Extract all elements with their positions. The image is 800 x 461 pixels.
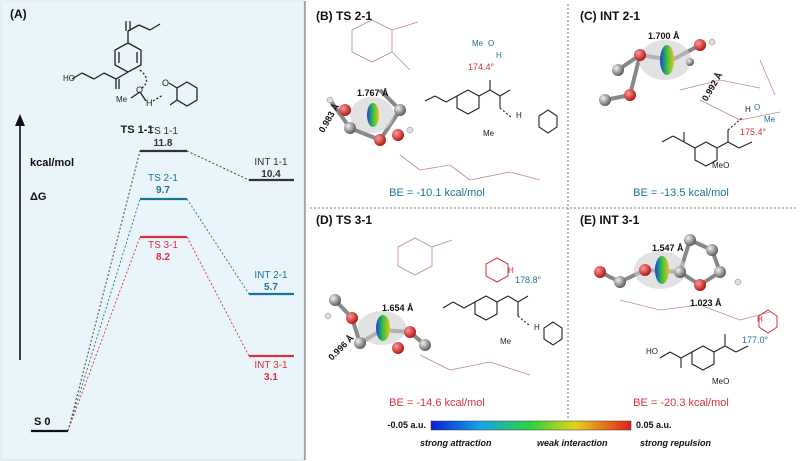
panel-e-molecule <box>594 234 742 291</box>
panel-d-me-label: Me <box>500 337 512 346</box>
ts11-structure-title: TS 1-1 <box>120 124 153 136</box>
panel-b-h2-label: H <box>516 111 522 120</box>
panel-d-scheme <box>442 295 563 346</box>
panel-e-meo-label: MeO <box>712 377 729 386</box>
panel-b-me-label: Me <box>472 39 484 48</box>
panel-c-scheme <box>661 117 753 167</box>
ts11-h-label: H <box>146 98 153 108</box>
panel-b-o-label: O <box>488 39 494 48</box>
level-ts21-name: TS 2-1 <box>148 173 178 184</box>
panel-a-background <box>0 0 305 461</box>
panel-d-phenol-ring <box>485 257 509 283</box>
level-int21-name: INT 2-1 <box>254 270 288 281</box>
level-ts11-name: TS 1-1 <box>148 126 178 137</box>
panel-c-me-label: Me <box>764 115 776 124</box>
panel-d-angle: 178.8° <box>515 275 542 285</box>
colorbar-gradient <box>430 420 632 431</box>
panel-a-tag: (A) <box>10 7 27 21</box>
level-int11-name: INT 1-1 <box>254 157 288 168</box>
ts11-o-label: O <box>136 85 143 95</box>
ts11-me-label: Me <box>116 95 128 104</box>
panel-d-molecule <box>324 294 431 354</box>
panel-e: (E) INT 3-1 <box>580 213 778 409</box>
colorbar-weak: weak interaction <box>537 438 608 448</box>
panel-e-distance-2: 1.023 Å <box>690 298 722 308</box>
panel-d-h-label: H <box>508 266 514 275</box>
panel-b-distance-2: 0.983 Å <box>317 101 342 134</box>
panel-a: (A) HO O Me <box>0 0 305 461</box>
panel-c-angle: 175.4° <box>740 127 767 137</box>
energy-axis-label-dg: ΔG <box>30 191 46 203</box>
energy-axis-arrowhead <box>15 114 25 126</box>
panel-c-title: (C) INT 2-1 <box>580 9 640 23</box>
level-s0-name: S 0 <box>34 416 51 428</box>
panel-d-distance-2: 0.996 Å <box>326 333 356 363</box>
panel-d-distance-1: 1.654 Å <box>382 303 414 313</box>
panel-c-distance-1: 1.700 Å <box>648 31 680 41</box>
panel-d: (D) TS 3-1 1.654 Å 0.996 Å <box>316 213 563 409</box>
level-ts11-value: 11.8 <box>154 138 173 149</box>
ts11-o2-label: O <box>162 78 169 88</box>
panel-d-h2-label: H <box>534 323 540 332</box>
level-ts21-value: 9.7 <box>156 185 170 196</box>
panel-b-be: BE = -10.1 kcal/mol <box>389 187 485 199</box>
level-int31-value: 3.1 <box>264 372 278 383</box>
panel-e-be: BE = -20.3 kcal/mol <box>633 397 729 409</box>
panel-c-be: BE = -13.5 kcal/mol <box>633 187 729 199</box>
panel-b-wireframe <box>351 19 541 181</box>
panel-c-distance-2: 0.992 Å <box>700 70 725 103</box>
panel-e-scheme <box>659 334 749 371</box>
colorbar-attraction: strong attraction <box>420 438 492 448</box>
level-int11-value: 10.4 <box>261 169 281 180</box>
panel-c-wireframe <box>679 59 781 121</box>
panel-d-wireframe <box>397 237 531 376</box>
panel-c: (C) INT 2-1 1.700 Å 0.992 Å <box>580 9 781 199</box>
panel-b-molecule <box>326 88 414 146</box>
ts11-ho-label: HO <box>63 74 75 83</box>
level-ts31-name: TS 3-1 <box>148 240 178 251</box>
panel-e-distance-1: 1.547 Å <box>652 243 684 253</box>
panel-b-angle: 174.4° <box>468 62 495 72</box>
ts11-structure <box>71 21 198 107</box>
panel-b-title: (B) TS 2-1 <box>316 9 372 23</box>
panel-b-distance-1: 1.767 Å <box>357 88 389 98</box>
colorbar-repulsion: strong repulsion <box>640 438 712 448</box>
panel-e-wireframe <box>619 299 771 321</box>
panel-d-title: (D) TS 3-1 <box>316 213 372 227</box>
colorbar-max: 0.05 a.u. <box>636 420 672 430</box>
panel-b-me2-label: Me <box>483 129 495 138</box>
panel-e-title: (E) INT 3-1 <box>580 213 640 227</box>
panel-c-meo-label: MeO <box>712 161 729 170</box>
panel-c-molecule <box>599 38 716 106</box>
level-ts31-value: 8.2 <box>156 252 170 263</box>
level-int21-value: 5.7 <box>264 282 278 293</box>
energy-axis-label: kcal/mol <box>30 157 74 169</box>
panel-b-h-label: H <box>496 51 502 60</box>
panel-b: (B) TS 2-1 1.767 Å 0.983 <box>316 9 558 199</box>
panel-e-ho-label: HO <box>646 347 658 356</box>
energy-connectors <box>67 150 250 432</box>
panel-c-o-label: O <box>754 103 760 112</box>
panel-e-h-label: H <box>757 315 763 324</box>
panel-d-be: BE = -14.6 kcal/mol <box>389 397 485 409</box>
level-int31-name: INT 3-1 <box>254 360 288 371</box>
colorbar: -0.05 a.u. 0.05 a.u. strong attraction w… <box>387 420 711 448</box>
panel-e-phenol-ring <box>758 309 778 334</box>
panel-dividers <box>310 4 796 418</box>
panel-b-scheme <box>424 80 558 134</box>
colorbar-min: -0.05 a.u. <box>387 420 426 430</box>
panel-e-angle: 177.0° <box>742 335 769 345</box>
panel-c-h-label: H <box>745 105 751 114</box>
